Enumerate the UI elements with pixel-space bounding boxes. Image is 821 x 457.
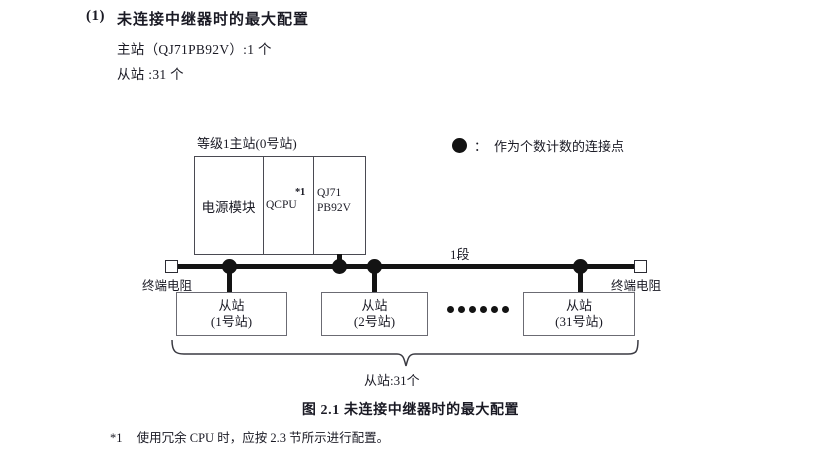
ellipsis-dot <box>458 306 465 313</box>
rack-divider-2 <box>313 156 314 255</box>
slave-station-box-2: 从站 (2号站) <box>321 292 428 336</box>
legend: ： 作为个数计数的连接点 <box>452 136 624 155</box>
rack-slot-network-module: QJ71 PB92V <box>314 156 365 255</box>
master-rack-caption: 等级1主站(0号站) <box>197 136 297 151</box>
master-rack-outline <box>194 156 366 255</box>
rack-slot-cpu-label: QCPU <box>266 199 297 211</box>
ellipsis-dot <box>469 306 476 313</box>
open-square-icon-terminator-right <box>634 260 647 273</box>
slave-station-number-31: (31号站) <box>555 314 603 329</box>
slave-station-title-31: 从站 <box>565 298 592 313</box>
drop-line-slave-1 <box>227 265 232 292</box>
slave-station-title-1: 从站 <box>218 298 245 313</box>
drop-line-slave-31 <box>578 265 583 292</box>
ellipsis-dot <box>502 306 509 313</box>
rack-slot-power-supply-label: 电源模块 <box>201 199 256 215</box>
ellipsis-dot <box>491 306 498 313</box>
terminator-right-label: 终端电阻 <box>611 279 662 293</box>
slave-group-brace-label: 从站:31个 <box>364 373 420 388</box>
slave-station-title-2: 从站 <box>361 298 388 313</box>
page-title: 未连接中继器时的最大配置 <box>117 12 310 28</box>
open-square-icon-terminator-left <box>165 260 178 273</box>
legend-colon: ： <box>474 139 488 154</box>
drop-line-slave-2 <box>372 265 377 292</box>
slave-station-number-1: (1号站) <box>210 314 253 329</box>
rack-slot-power-supply: 电源模块 <box>194 156 263 255</box>
spec-master-count: 主站（QJ71PB92V）:1 个 <box>117 42 272 57</box>
bus-segment-label: 1段 <box>450 247 470 262</box>
rack-divider-1 <box>263 156 264 255</box>
heading-number: (1) <box>86 8 105 24</box>
bus-trunk-line <box>172 264 642 269</box>
slave-station-box-1: 从站 (1号站) <box>176 292 287 336</box>
figure-caption: 图 2.1 未连接中继器时的最大配置 <box>301 403 520 418</box>
ellipsis-dot <box>447 306 454 313</box>
ellipsis-dots <box>447 306 509 313</box>
slave-group-brace <box>171 340 639 367</box>
footnote-mark: *1 <box>110 431 123 445</box>
slave-station-number-2: (2号站) <box>353 314 396 329</box>
rack-slot-cpu: QCPU *1 <box>264 156 313 255</box>
slave-station-box-31: 从站 (31号站) <box>523 292 635 336</box>
footnote: *1 使用冗余 CPU 时，应按 2.3 节所示进行配置。 <box>110 427 389 446</box>
spec-slave-count: 从站 :31 个 <box>117 67 184 82</box>
ellipsis-dot <box>480 306 487 313</box>
rack-slot-network-module-label-line1: QJ71 <box>317 187 342 199</box>
rack-slot-network-module-label-line2: PB92V <box>317 202 351 214</box>
legend-label: 作为个数计数的连接点 <box>494 139 625 154</box>
filled-circle-icon-node-master <box>332 259 347 274</box>
terminator-left-label: 终端电阻 <box>142 279 193 293</box>
footnote-marker: *1 <box>295 187 305 198</box>
filled-circle-icon <box>452 138 467 153</box>
footnote-text: 使用冗余 CPU 时，应按 2.3 节所示进行配置。 <box>136 431 390 445</box>
